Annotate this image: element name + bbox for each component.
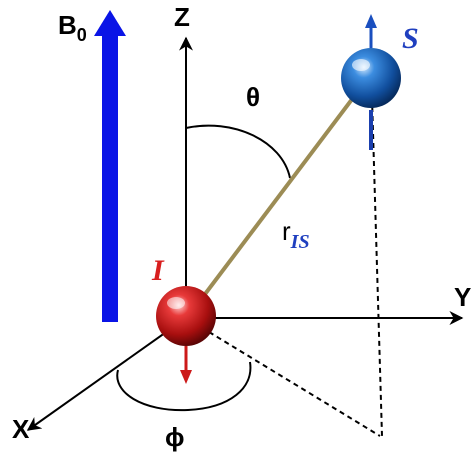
b0-label: B0 — [58, 10, 87, 45]
projection-line-vertical — [371, 97, 383, 437]
spin-s-moment-arrow — [365, 14, 377, 48]
theta-label: θ — [246, 82, 260, 112]
phi-arc — [116, 361, 252, 412]
b0-field-arrow — [94, 10, 126, 322]
r-is-label: rIS — [282, 216, 310, 253]
x-axis — [26, 317, 187, 431]
z-axis-label: Z — [174, 2, 190, 32]
x-axis-label: X — [12, 414, 30, 444]
r-is-vector — [188, 77, 369, 316]
spin-i-sphere — [156, 286, 216, 346]
y-axis-label: Y — [454, 282, 471, 312]
spin-i-highlight — [167, 297, 185, 309]
theta-arc — [185, 124, 291, 179]
phi-label: ϕ — [165, 422, 185, 452]
spin-i-moment-arrow — [180, 346, 192, 384]
projection-line-xy — [185, 317, 381, 437]
spin-s-sphere — [341, 48, 401, 108]
spin-s-label: S — [402, 22, 419, 55]
spin-i-label: I — [151, 254, 165, 287]
spin-s-highlight — [352, 59, 370, 71]
